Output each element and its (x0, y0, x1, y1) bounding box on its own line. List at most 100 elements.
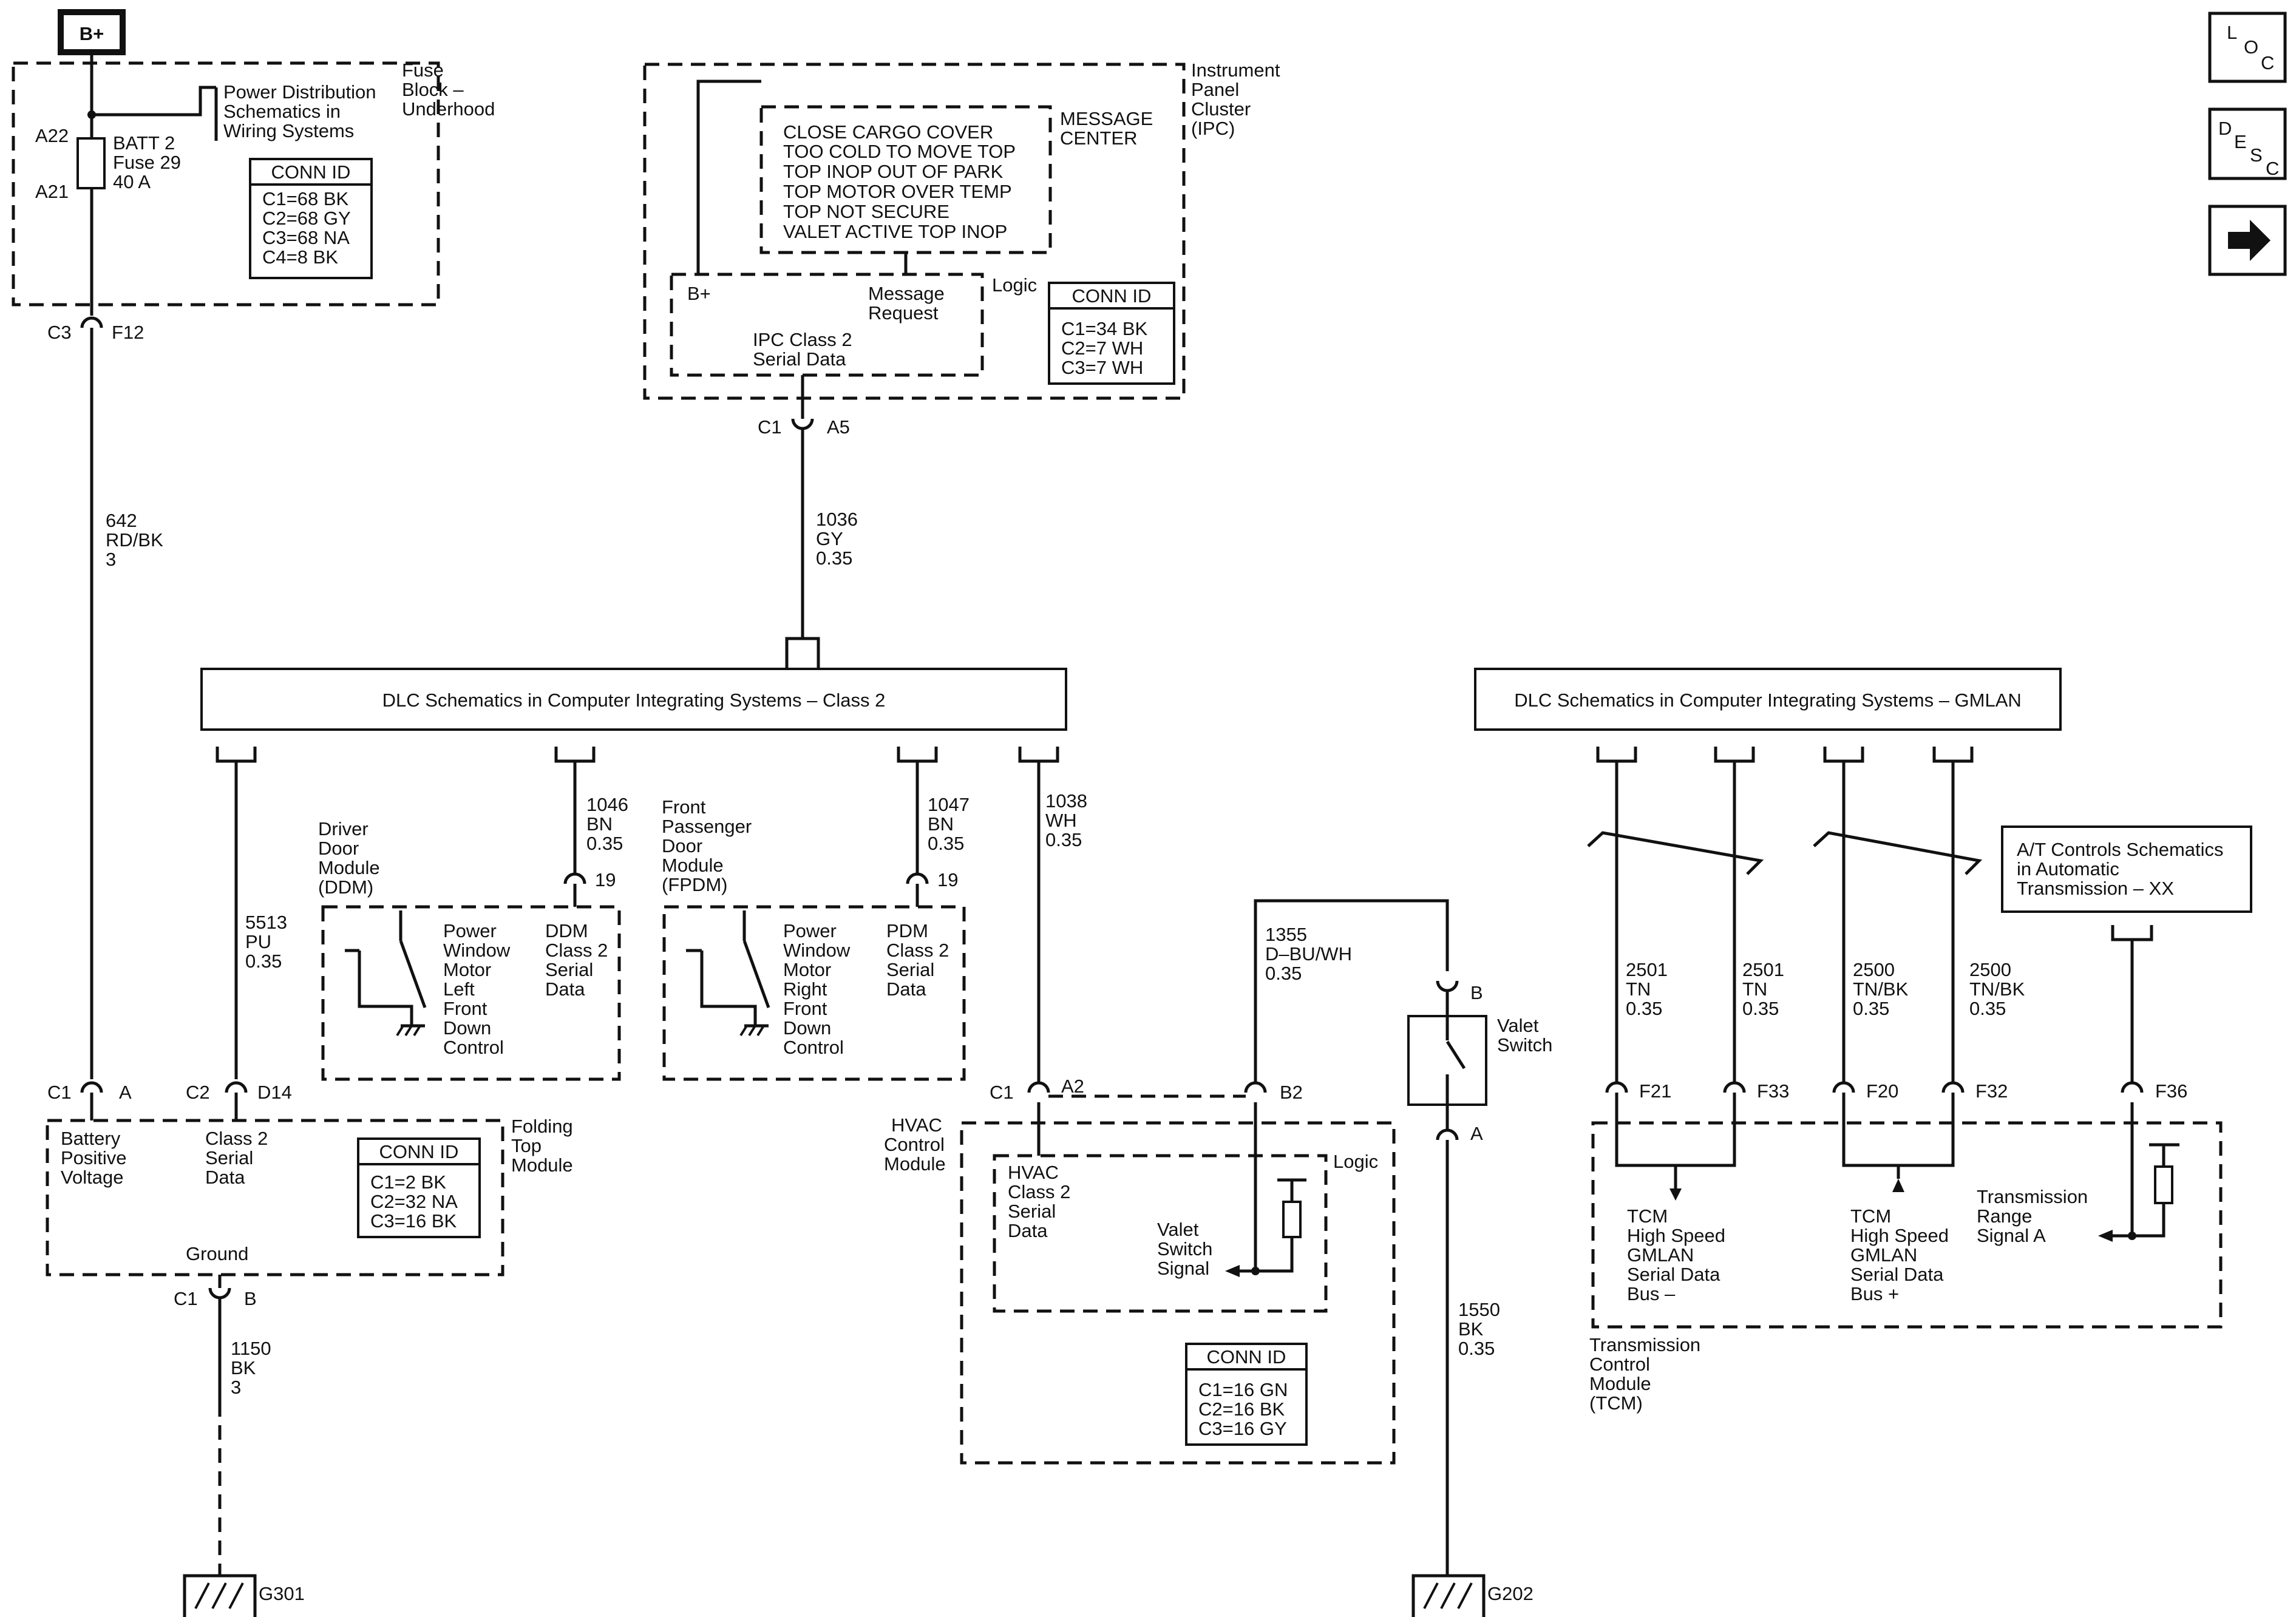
next-page-button[interactable] (2208, 205, 2287, 276)
folding-conn-c2-d14 (225, 1081, 248, 1093)
dlc-terminal-1046 (554, 747, 596, 763)
svg-text:Top: Top (511, 1135, 542, 1156)
connector-c1-a5 (791, 418, 814, 430)
hvac-logic-box (993, 1154, 1328, 1313)
svg-text:0.35: 0.35 (1265, 963, 1302, 984)
svg-text:Switch: Switch (1497, 1034, 1552, 1056)
conn-c3-label: C3 (47, 322, 72, 343)
svg-text:TN: TN (1742, 978, 1767, 1000)
svg-text:PU: PU (245, 931, 271, 952)
folding-top-label: Folding Top Module (511, 1116, 573, 1176)
svg-text:TN/BK: TN/BK (1853, 978, 1909, 1000)
svg-text:CONN ID: CONN ID (1072, 285, 1152, 307)
folding-battery-label: Battery Positive Voltage (61, 1128, 127, 1188)
svg-text:C: C (2266, 158, 2279, 179)
hvac-conn-id: CONN ID C1=16 GN C2=16 BK C3=16 GY (1185, 1343, 1308, 1446)
svg-text:0.35: 0.35 (245, 951, 282, 972)
svg-text:Panel: Panel (1191, 79, 1239, 100)
conn-f12-label: F12 (112, 322, 144, 343)
svg-text:in Automatic: in Automatic (2017, 858, 2119, 880)
tcm-pin-f20-label: F20 (1866, 1080, 1898, 1102)
fpdm-outline (662, 905, 966, 1081)
hvac-label: HVAC Control Module (884, 1114, 946, 1175)
gmlan-terminal-f21 (1596, 747, 1637, 763)
wire-2500-a-label: 2500 TN/BK 0.35 (1853, 959, 1909, 1019)
wire-1550-label: 1550 BK 0.35 (1458, 1299, 1500, 1359)
wire-1150-label: 1150 BK 3 (231, 1338, 271, 1398)
svg-text:Transmission: Transmission (1977, 1186, 2088, 1207)
svg-text:C2=7 WH: C2=7 WH (1061, 337, 1143, 359)
wire-1038-label: 1038 WH 0.35 (1045, 790, 1087, 850)
pin-a21-label: A21 (35, 181, 69, 202)
arrow-right-icon (2228, 220, 2271, 261)
ipc-conn-a5-label: A5 (827, 416, 850, 438)
svg-text:0.35: 0.35 (1458, 1338, 1495, 1359)
dlc-class2-label: DLC Schematics in Computer Integrating S… (382, 690, 886, 711)
folding-a-label: A (119, 1082, 132, 1103)
tcm-bus-plus-label: TCM High Speed GMLAN Serial Data Bus + (1850, 1205, 1949, 1304)
dlc-gmlan-reference (1474, 668, 2062, 731)
svg-text:Valet: Valet (1157, 1219, 1199, 1240)
svg-text:C1=16 GN: C1=16 GN (1198, 1379, 1288, 1400)
svg-text:(IPC): (IPC) (1191, 118, 1235, 139)
hvac-outline (960, 1121, 1396, 1465)
wire-642-label: 642 RD/BK 3 (106, 510, 163, 570)
svg-text:Valet: Valet (1497, 1015, 1539, 1036)
fuse-block-label: Fuse Block – Underhood (402, 59, 495, 120)
dlc-gmlan-label: DLC Schematics in Computer Integrating S… (1514, 690, 2022, 711)
svg-text:CLOSE CARGO COVER: CLOSE CARGO COVER (783, 121, 993, 143)
ipc-bplus-wire (696, 80, 761, 274)
svg-text:C3=16 GY: C3=16 GY (1198, 1418, 1287, 1439)
svg-text:C4=8 BK: C4=8 BK (262, 246, 338, 268)
ipc-bplus-label: B+ (687, 283, 711, 304)
svg-text:Data: Data (545, 978, 585, 1000)
svg-text:Class 2: Class 2 (886, 940, 949, 961)
svg-text:BN: BN (586, 813, 613, 835)
svg-text:Class 2: Class 2 (545, 940, 608, 961)
svg-text:Transmission – XX: Transmission – XX (2017, 878, 2174, 899)
hvac-b2-label: B2 (1280, 1082, 1303, 1103)
description-button[interactable]: D E S C (2208, 107, 2287, 180)
dlc-terminal-1038 (1018, 747, 1059, 763)
svg-text:1550: 1550 (1458, 1299, 1500, 1320)
svg-text:C3=7 WH: C3=7 WH (1061, 357, 1143, 378)
valet-switch-contact (1445, 1016, 1466, 1105)
folding-c1-label: C1 (47, 1082, 72, 1103)
fuse-29-label: BATT 2 Fuse 29 40 A (113, 132, 181, 192)
svg-text:Serial Data: Serial Data (753, 348, 846, 370)
svg-text:Control: Control (1589, 1354, 1650, 1375)
valet-switch-label: Valet Switch (1497, 1015, 1552, 1056)
tcm-bus-plus-circuit (1842, 1093, 1955, 1192)
svg-text:Bus +: Bus + (1850, 1283, 1899, 1304)
svg-text:0.35: 0.35 (1742, 998, 1779, 1019)
svg-text:C2=68 GY: C2=68 GY (262, 208, 351, 229)
svg-text:Fuse: Fuse (402, 59, 444, 81)
dlc-class2-reference (200, 668, 1067, 731)
svg-text:Range: Range (1977, 1205, 2032, 1227)
svg-text:1355: 1355 (1265, 924, 1307, 945)
svg-text:0.35: 0.35 (928, 833, 964, 854)
tcm-pin-f21-label: F21 (1639, 1080, 1671, 1102)
tcm-conn-f32 (1941, 1081, 1965, 1093)
tcm-conn-f21 (1605, 1081, 1628, 1093)
svg-text:C1=68 BK: C1=68 BK (262, 188, 349, 209)
location-button[interactable]: L O C (2208, 12, 2287, 83)
hvac-conn-b2 (1244, 1081, 1267, 1093)
ddm-motor-switch-symbol (345, 910, 427, 1037)
svg-text:Schematics in: Schematics in (223, 101, 341, 122)
ddm-serial-label: DDM Class 2 Serial Data (545, 920, 608, 1000)
svg-text:Class 2: Class 2 (1008, 1181, 1070, 1202)
svg-text:Driver: Driver (318, 818, 369, 839)
svg-text:0.35: 0.35 (586, 833, 623, 854)
svg-text:1047: 1047 (928, 794, 970, 815)
fuse-block-conn-id: CONN ID C1=68 BK C2=68 GY C3=68 NA C4=8 … (249, 158, 373, 279)
svg-text:E: E (2234, 131, 2247, 152)
svg-text:Window: Window (443, 940, 511, 961)
svg-text:Module: Module (662, 855, 724, 876)
svg-text:BN: BN (928, 813, 954, 835)
svg-text:C1=2 BK: C1=2 BK (370, 1171, 446, 1193)
dlc-terminal-5513 (216, 747, 257, 763)
svg-text:O: O (2244, 36, 2258, 58)
message-center-label: MESSAGE CENTER (1060, 108, 1153, 149)
bplus-label: B+ (80, 23, 104, 44)
